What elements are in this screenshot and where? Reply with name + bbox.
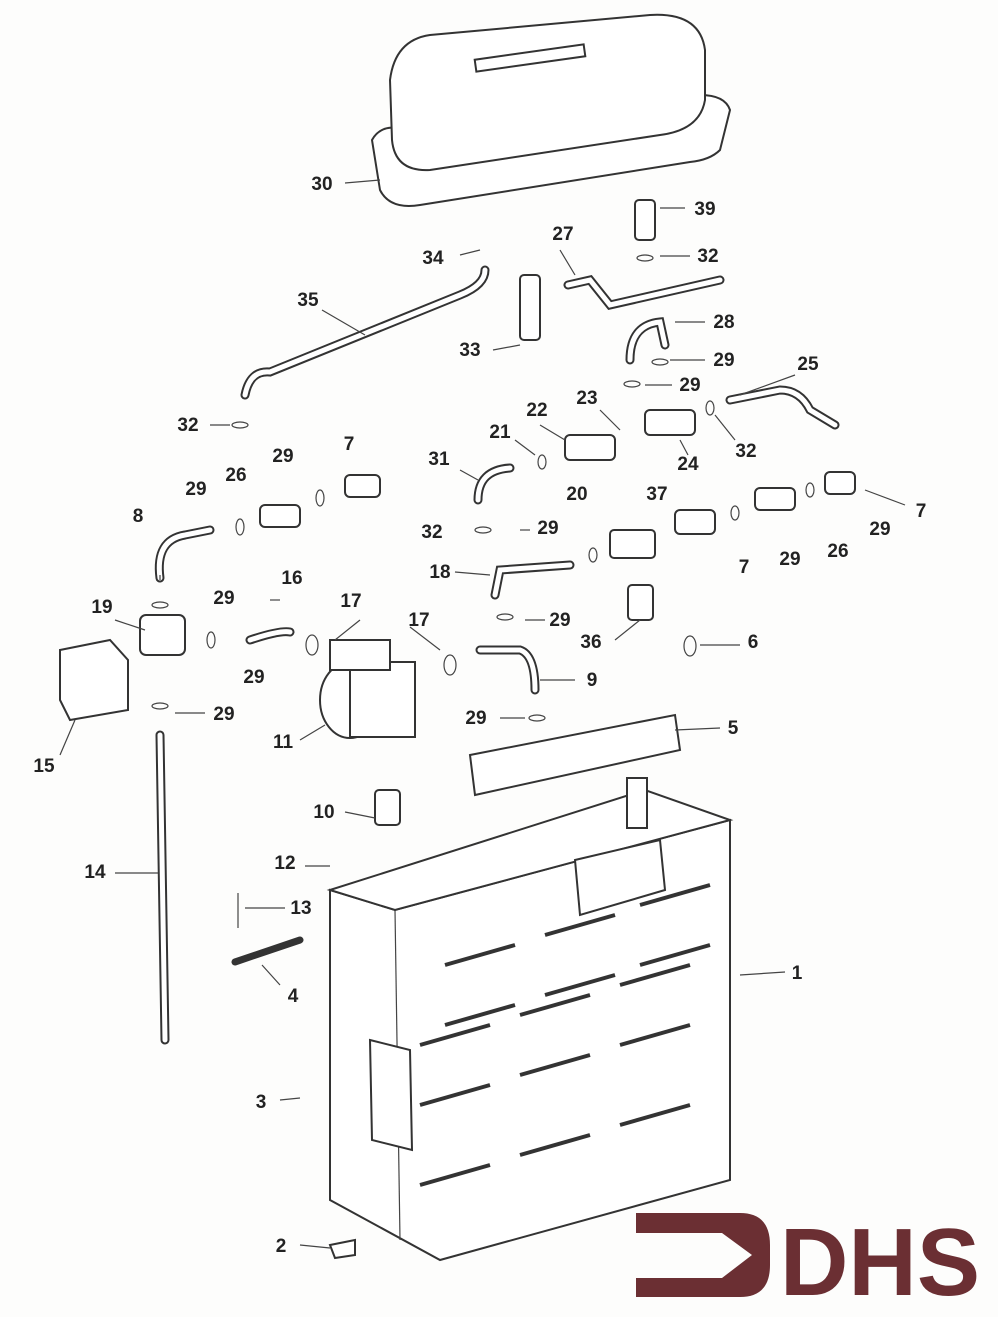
part-label: 30 bbox=[311, 174, 332, 195]
dhs-logo: DHS bbox=[636, 1209, 980, 1316]
part-label: 39 bbox=[694, 199, 715, 220]
part-label: 29 bbox=[679, 375, 700, 396]
part-label: 32 bbox=[421, 522, 442, 543]
part-label: 25 bbox=[797, 354, 819, 375]
part-label: 26 bbox=[225, 465, 246, 486]
part-label: 4 bbox=[288, 986, 299, 1007]
part-label: 32 bbox=[735, 441, 756, 462]
part-label: 29 bbox=[549, 610, 570, 631]
part-label: 37 bbox=[646, 484, 667, 505]
part-label: 7 bbox=[739, 557, 750, 578]
control-box bbox=[59, 638, 129, 722]
part-label: 29 bbox=[465, 708, 486, 729]
part-label: 24 bbox=[677, 454, 699, 475]
part-label: 13 bbox=[290, 898, 311, 919]
part-label: 16 bbox=[281, 568, 302, 589]
part-label: 18 bbox=[429, 562, 450, 583]
part-label: 29 bbox=[243, 667, 264, 688]
part-label: 32 bbox=[697, 246, 718, 267]
part-label: 22 bbox=[526, 400, 547, 421]
part-label: 7 bbox=[344, 434, 355, 455]
boiler-casing bbox=[326, 777, 734, 1262]
part-label: 29 bbox=[779, 549, 800, 570]
part-label: 33 bbox=[459, 340, 480, 361]
fittings bbox=[139, 199, 856, 1260]
part-label: 6 bbox=[748, 632, 759, 653]
part-label: 2 bbox=[276, 1236, 287, 1257]
part-label: 15 bbox=[33, 756, 55, 777]
plate-heat-exchanger bbox=[468, 713, 682, 797]
part-label: 12 bbox=[274, 853, 295, 874]
part-label: 36 bbox=[580, 632, 601, 653]
part-label: 29 bbox=[713, 350, 734, 371]
part-label: 26 bbox=[827, 541, 848, 562]
part-label: 28 bbox=[713, 312, 734, 333]
pipes bbox=[154, 265, 840, 1045]
part-label: 5 bbox=[728, 718, 739, 739]
part-label: 10 bbox=[313, 802, 334, 823]
part-label: 27 bbox=[552, 224, 573, 245]
leader-lines bbox=[59, 179, 906, 1249]
logo-arrow-mark bbox=[636, 1213, 770, 1297]
part-label: 11 bbox=[273, 732, 294, 753]
part-label: 32 bbox=[177, 415, 198, 436]
expansion-vessel bbox=[370, 13, 732, 207]
part-label: 17 bbox=[340, 591, 361, 612]
part-label: 14 bbox=[84, 862, 106, 883]
part-label: 23 bbox=[576, 388, 597, 409]
part-label: 35 bbox=[297, 290, 319, 311]
part-label: 29 bbox=[213, 704, 234, 725]
part-label: 29 bbox=[272, 446, 293, 467]
part-label: 20 bbox=[566, 484, 587, 505]
part-label: 31 bbox=[428, 449, 450, 470]
part-label: 34 bbox=[422, 248, 444, 269]
part-label: 3 bbox=[256, 1092, 267, 1113]
part-label: 21 bbox=[489, 422, 511, 443]
part-label: 17 bbox=[408, 610, 429, 631]
part-label: 19 bbox=[91, 597, 112, 618]
part-label: 29 bbox=[213, 588, 234, 609]
part-label: 29 bbox=[537, 518, 558, 539]
part-label: 29 bbox=[869, 519, 890, 540]
part-label: 8 bbox=[133, 506, 144, 527]
part-label: 9 bbox=[587, 670, 598, 691]
logo-text: DHS bbox=[780, 1209, 980, 1316]
part-labels: 30 39 34 27 32 35 28 33 29 29 25 32 22 2… bbox=[33, 174, 926, 1257]
part-label: 7 bbox=[916, 501, 927, 522]
pump bbox=[319, 639, 416, 739]
part-label: 29 bbox=[185, 479, 206, 500]
part-label: 1 bbox=[792, 963, 803, 984]
